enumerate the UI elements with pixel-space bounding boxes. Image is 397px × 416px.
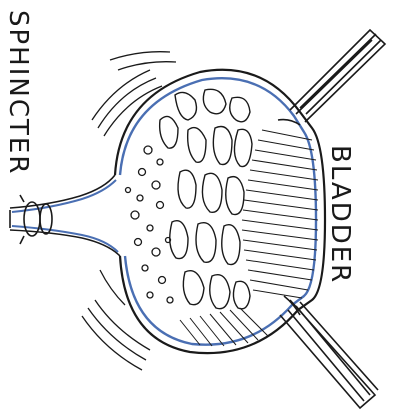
sphincter-ring [20,195,52,244]
bladder-label-group: BLADDER [325,145,355,284]
mucosal-folds [160,89,252,309]
urethra-outflow [10,175,120,256]
ureter-upper [278,30,385,125]
sphincter-label-group: SPHINCTER [3,10,33,175]
bladder-label: BLADDER [325,145,355,284]
detrusor-hatching [242,130,318,298]
urethra-highlight [12,180,118,252]
sphincter-label: SPHINCTER [3,10,33,175]
lower-wall-hatching [180,308,268,346]
bubbles [126,146,174,303]
